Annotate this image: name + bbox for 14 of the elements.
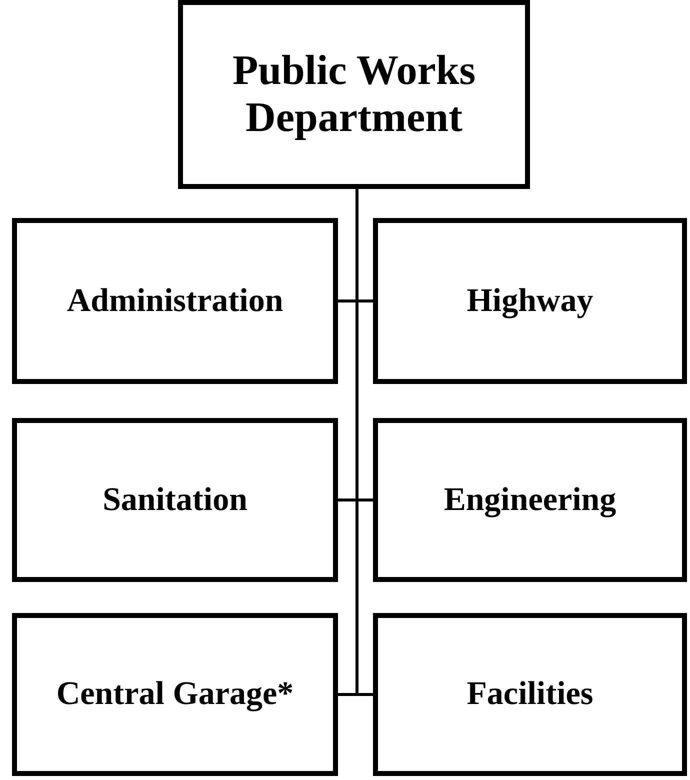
division-box (12, 613, 338, 776)
division-box (12, 218, 338, 384)
division-label: Highway (466, 282, 594, 320)
division-label: Facilities (466, 676, 594, 713)
division-box (12, 418, 338, 582)
division-box (373, 218, 687, 384)
division-box (373, 613, 687, 776)
division-label: Engineering (444, 482, 616, 518)
department-box (178, 0, 530, 189)
division-box (373, 418, 687, 582)
division-label: Central Garage* (56, 676, 294, 713)
division-label: Sanitation (102, 482, 248, 518)
division-label: Administration (66, 282, 284, 320)
department-title: Public Works Department (231, 48, 477, 141)
